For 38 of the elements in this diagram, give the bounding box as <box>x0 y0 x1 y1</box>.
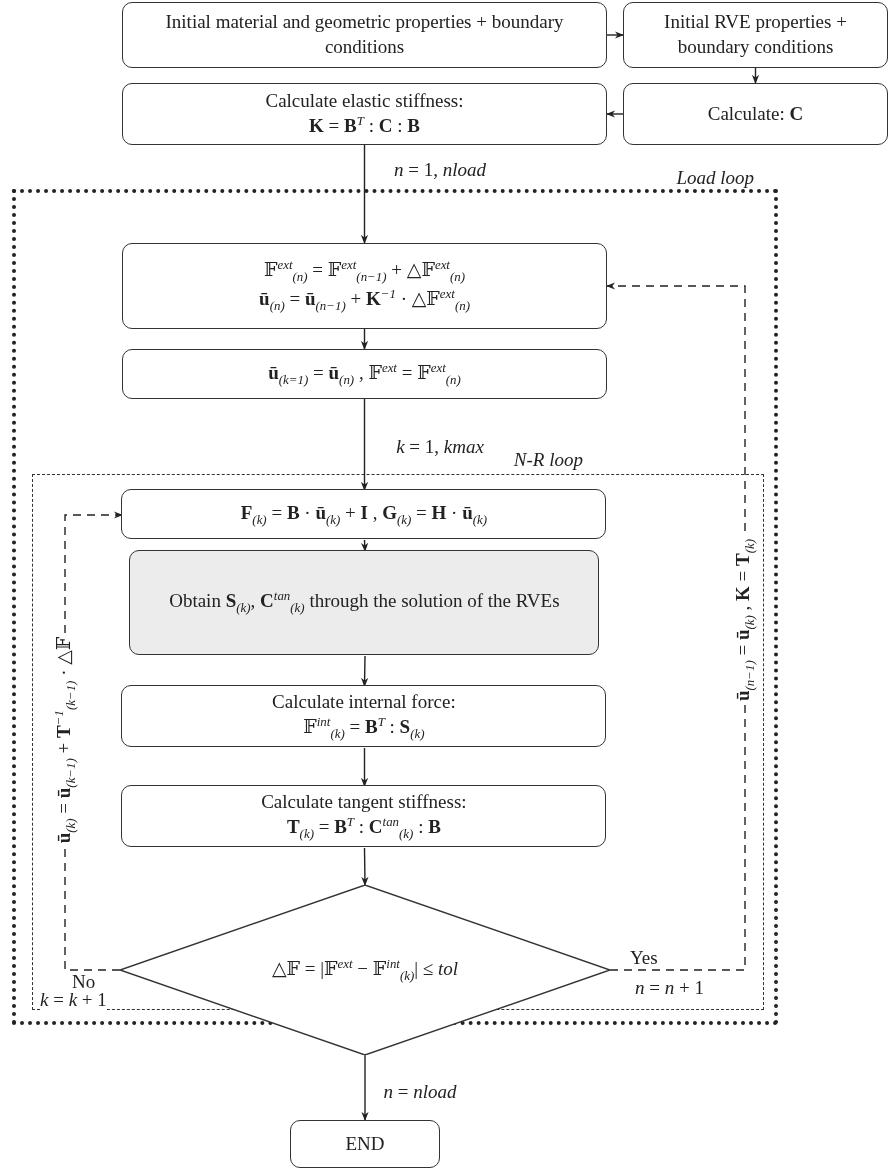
box-heading: Calculate tangent stiffness: <box>261 789 467 814</box>
box-heading: Calculate elastic stiffness: <box>265 88 464 113</box>
box-text: Calculate: C <box>707 101 804 126</box>
box-text: END <box>345 1131 385 1156</box>
loop-label: Load loop <box>676 167 754 189</box>
arrow <box>361 1054 369 1121</box>
arrow <box>360 747 369 787</box>
box-heading: Calculate internal force: <box>272 689 456 714</box>
box-text: Initial material and geometric properties + boundary conditions <box>164 10 565 59</box>
process-box <box>122 2 607 68</box>
arrow <box>360 328 369 350</box>
box-text: Obtain S$_{(k)}$, C$^{tan}$$_{(k)}$ through the solution of the RVEs <box>169 588 560 618</box>
arrow <box>751 67 760 84</box>
arrow <box>606 110 624 118</box>
arrow <box>360 398 369 491</box>
arrow <box>606 31 624 39</box>
box-text: △𝔽 = |𝔽$^{ext}$ − 𝔽$^{int}$$_{(k)}$| ≤ tol <box>271 955 459 985</box>
box-text: Initial RVE properties + boundary conditions <box>663 10 848 59</box>
process-box <box>623 83 888 145</box>
box-text: K = B$^{T}$ : C : B <box>309 113 420 139</box>
arrow <box>361 847 369 886</box>
process-box <box>121 489 607 540</box>
box-text: F$_{(k)}$ = B · ū$_{(k)}$ + I , G$_{(k)}$ = H · ū$_{(k)}$ <box>240 500 488 529</box>
process-box <box>121 685 607 748</box>
box-text: T$_{(k)}$ = B$^{T}$ : C$^{tan}$$_{(k)}$ : B <box>286 814 441 844</box>
branch-label: k = k + 1 <box>40 990 107 1011</box>
highlighted-process-box <box>129 550 600 656</box>
box-text: 𝔽$^{int}$$_{(k)}$ = B$^{T}$ : S$_{(k)}$ <box>303 714 425 744</box>
process-box <box>290 1120 440 1168</box>
process-box <box>122 349 607 399</box>
process-box <box>122 83 607 145</box>
arrow <box>360 144 369 244</box>
arrow <box>361 655 369 687</box>
loop-label: N-R loop <box>513 449 583 471</box>
process-box <box>121 785 607 848</box>
process-box <box>122 243 607 329</box>
process-box <box>623 2 888 68</box>
arrow <box>361 539 369 552</box>
